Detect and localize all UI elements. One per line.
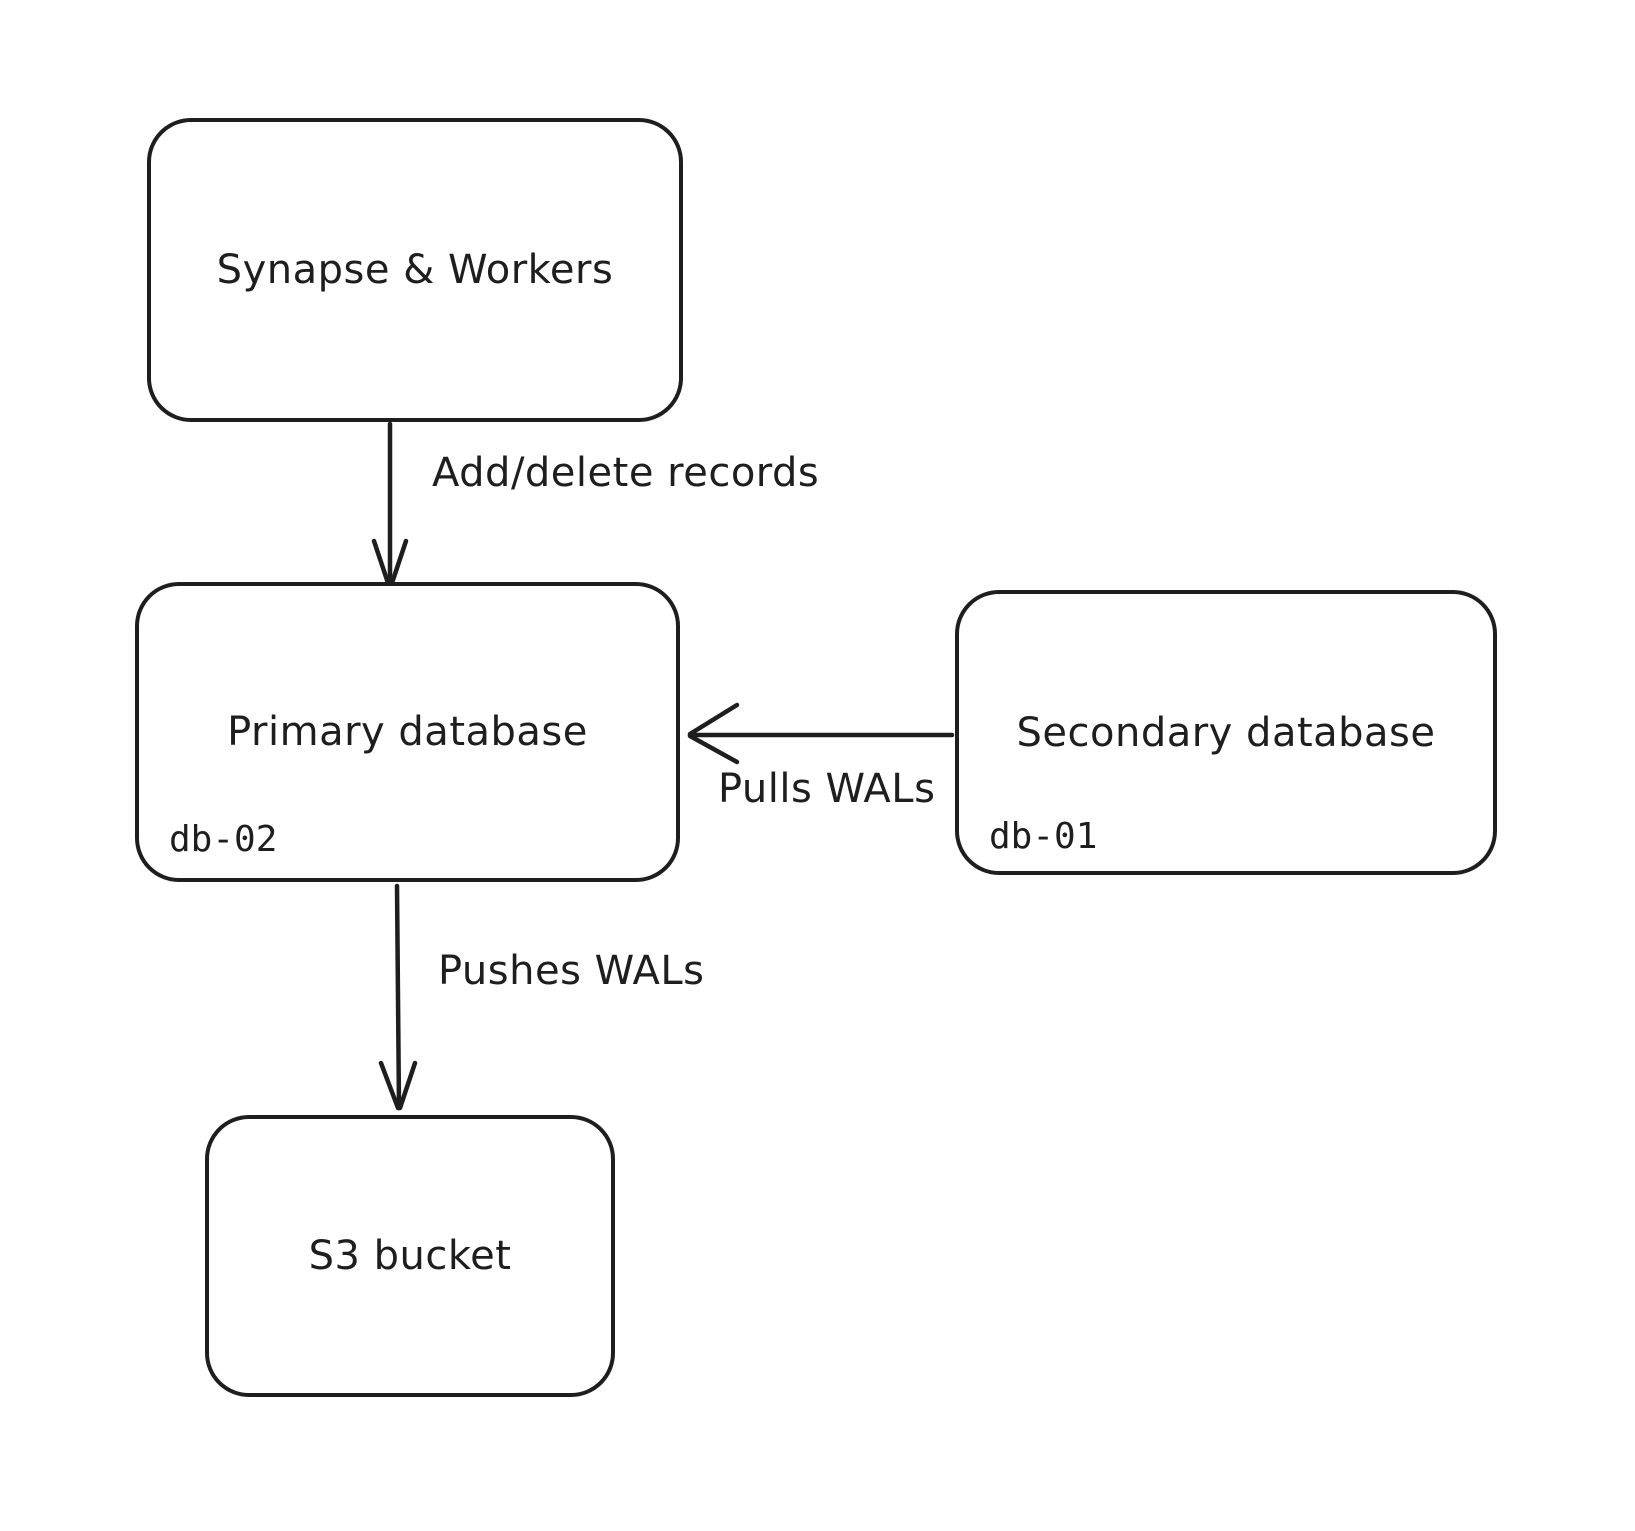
- edge-pushes-wals-label: Pushes WALs: [438, 948, 705, 994]
- node-s3-bucket: S3 bucket: [205, 1115, 615, 1397]
- edge-pushes-wals-arrow: [378, 883, 418, 1111]
- node-primary-database: Primary database db-02: [135, 582, 680, 882]
- edge-add-delete-records-label: Add/delete records: [432, 450, 820, 496]
- edge-pushes-wals-head-right: [397, 1060, 418, 1111]
- edge-add-delete-records-head-left: [371, 538, 392, 589]
- edge-pushes-wals-shaft: [394, 883, 402, 1111]
- node-secondary-database-label: Secondary database: [1016, 709, 1436, 756]
- node-primary-database-hostname: db-02: [169, 819, 278, 860]
- node-synapse-workers-label: Synapse & Workers: [216, 247, 614, 293]
- edge-pulls-wals-label: Pulls WALs: [718, 766, 936, 812]
- node-primary-database-label: Primary database: [227, 709, 588, 755]
- edge-pulls-wals-head-bottom: [687, 733, 740, 765]
- edge-pulls-wals-head-top: [687, 702, 740, 737]
- node-s3-bucket-label: S3 bucket: [308, 1233, 512, 1279]
- node-secondary-database-hostname: db-01: [989, 816, 1098, 857]
- edge-pushes-wals-head-left: [378, 1060, 401, 1111]
- node-synapse-workers: Synapse & Workers: [147, 118, 683, 422]
- edge-pulls-wals-arrow: [687, 702, 955, 765]
- edge-add-delete-records-arrow: [371, 421, 409, 589]
- edge-add-delete-records-head-right: [388, 538, 409, 589]
- node-secondary-database: Secondary database db-01: [955, 590, 1497, 875]
